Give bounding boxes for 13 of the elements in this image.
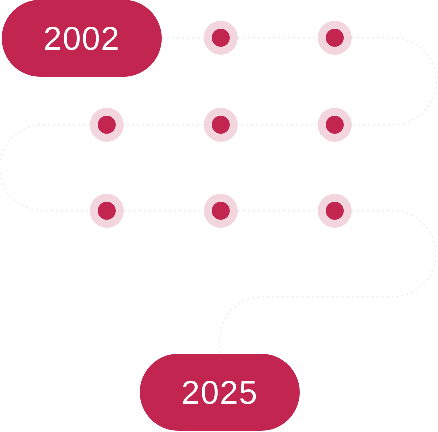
year-label: 2025 [182,376,258,409]
dashed-connector [0,124,90,212]
timeline-dot-icon [204,21,238,55]
timeline-dot-icon [204,108,238,142]
dashed-connector [352,37,438,126]
timeline-dot-icon [90,108,124,142]
timeline-dot-icon [318,21,352,55]
timeline-dot-icon [318,108,352,142]
timeline-dot-icon [90,194,124,228]
timeline-dot-icon [318,194,352,228]
year-label: 2002 [44,22,120,55]
dashed-connector [219,210,437,354]
timeline-dot-icon [204,194,238,228]
